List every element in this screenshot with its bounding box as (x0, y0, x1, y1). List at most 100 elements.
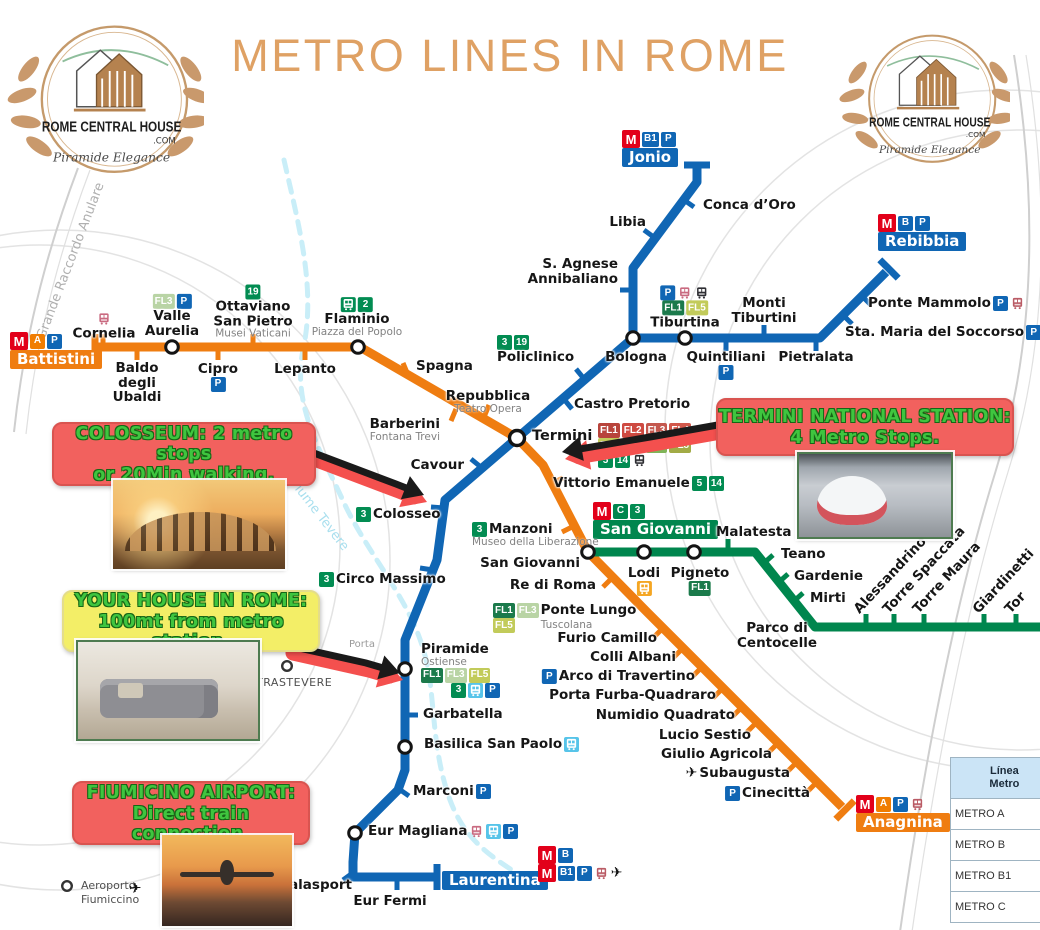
trainC-icon (564, 737, 580, 752)
logo-tagline: Piramide Elegance (52, 150, 170, 164)
station-label: Baldo (115, 360, 159, 376)
station-label: Subaugusta (699, 765, 790, 781)
tram-icon (96, 311, 111, 326)
metro-line-cell: METRO C (950, 891, 1040, 923)
interchange-station-circle (677, 330, 693, 346)
badge-p: P (725, 786, 741, 801)
station: Cavour (411, 458, 464, 473)
station-label: Basilica San Paolo (424, 736, 563, 753)
station: Castro Pretorio (574, 397, 690, 412)
station-box-label: Battistini (10, 350, 103, 370)
callout-text: 4 Metro Stops. (790, 427, 940, 448)
station-label: Flaminio (324, 311, 390, 328)
badge-fl1: FL1 (598, 423, 620, 438)
station-label: Libia (609, 214, 646, 230)
station-label: Numidio Quadrato (595, 707, 735, 723)
station-label: Monti (742, 294, 786, 311)
green-arc (62, 49, 169, 67)
station-label: Lucio Sestio (658, 727, 751, 743)
badge-3: 3 (497, 335, 512, 350)
station: Furio Camillo (557, 631, 657, 646)
airplane-photo (162, 835, 292, 926)
badge-m: M (878, 214, 896, 232)
station-label: Ubaldi (112, 389, 162, 406)
station-label: Tor (1001, 588, 1030, 617)
arrow-shadow (301, 449, 422, 505)
colosseum-photo (113, 480, 285, 569)
logo-tld: .COM (153, 136, 176, 146)
table-row: METRO B1Laure(blu) (950, 860, 1040, 892)
badge-3: 3 (319, 572, 334, 587)
badge-m: M (538, 864, 556, 882)
terminal-bar (833, 798, 857, 822)
badge-fl3: FL3 (516, 603, 539, 618)
station-label: Gardenie (794, 568, 864, 584)
badge-p: P (1026, 325, 1040, 340)
badge-p: P (915, 215, 930, 231)
house-icon (896, 55, 960, 110)
station-label: Quintiliani (686, 349, 766, 365)
station-sublabel: Musei Vaticani (215, 327, 291, 340)
station-tick (792, 591, 805, 603)
station: Porta Furba-Quadraro (549, 688, 716, 703)
badge-p: P (176, 293, 192, 309)
station: Conca d’Oro (703, 198, 796, 213)
logo-name: ROME CENTRAL HOUSE (42, 118, 182, 135)
station-label: Marconi (413, 783, 474, 800)
station: Lucio Sestio (659, 728, 751, 743)
badge-b1: B1 (558, 865, 575, 881)
badge-p: P (660, 285, 676, 301)
bus-icon (1010, 296, 1025, 311)
badge-p: P (576, 865, 592, 881)
interchange-station-circle (350, 339, 366, 355)
badge-c: C (613, 503, 628, 519)
arrow-head-icon (400, 476, 424, 500)
interchange-station-circle (625, 330, 641, 346)
station-label: S. Agnese (542, 256, 618, 272)
station: Lodi (628, 566, 660, 596)
station-box-label: Laurentina (442, 871, 548, 891)
station-label: Bologna (605, 349, 667, 365)
station: Bologna (605, 350, 667, 365)
badge-p: P (47, 333, 62, 349)
interchange-station-circle (347, 825, 363, 841)
badge-fl6: FL6 (621, 438, 644, 453)
station: Eur Fermi (353, 894, 426, 909)
table-row: METRO CPantaGiova (950, 891, 1040, 923)
station-label: Barberini (369, 416, 440, 432)
station-tick (469, 457, 484, 470)
badge-b: B (898, 215, 913, 231)
station-tick (682, 197, 696, 210)
badge-b: B (558, 847, 573, 863)
station-label: Arco di Travertino (558, 668, 695, 685)
station: Teano (781, 547, 826, 562)
badge-fl4: FL4 (669, 423, 692, 438)
station-label: alasport (289, 877, 352, 893)
airplane-icon: ✈ (610, 865, 623, 881)
badge-fl1: FL1 (421, 667, 443, 683)
station-box-label: San Giovanni (593, 520, 718, 540)
arrow-shadow-head (399, 479, 427, 508)
badge-fl2: FL2 (621, 423, 644, 438)
station-label: Policlinico (497, 349, 575, 365)
station-label: Lepanto (274, 361, 336, 377)
badge-fl5: FL5 (493, 618, 515, 633)
badge-p: P (475, 784, 491, 799)
station: Gardenie (794, 569, 863, 584)
badge-a: A (876, 796, 891, 812)
badge-fl8: FL8 (669, 438, 692, 453)
badge-fl3: FL3 (645, 423, 668, 438)
trainO-icon (636, 580, 652, 596)
station: Basilica San Paolo (424, 736, 580, 753)
station: Mirti (810, 591, 846, 606)
